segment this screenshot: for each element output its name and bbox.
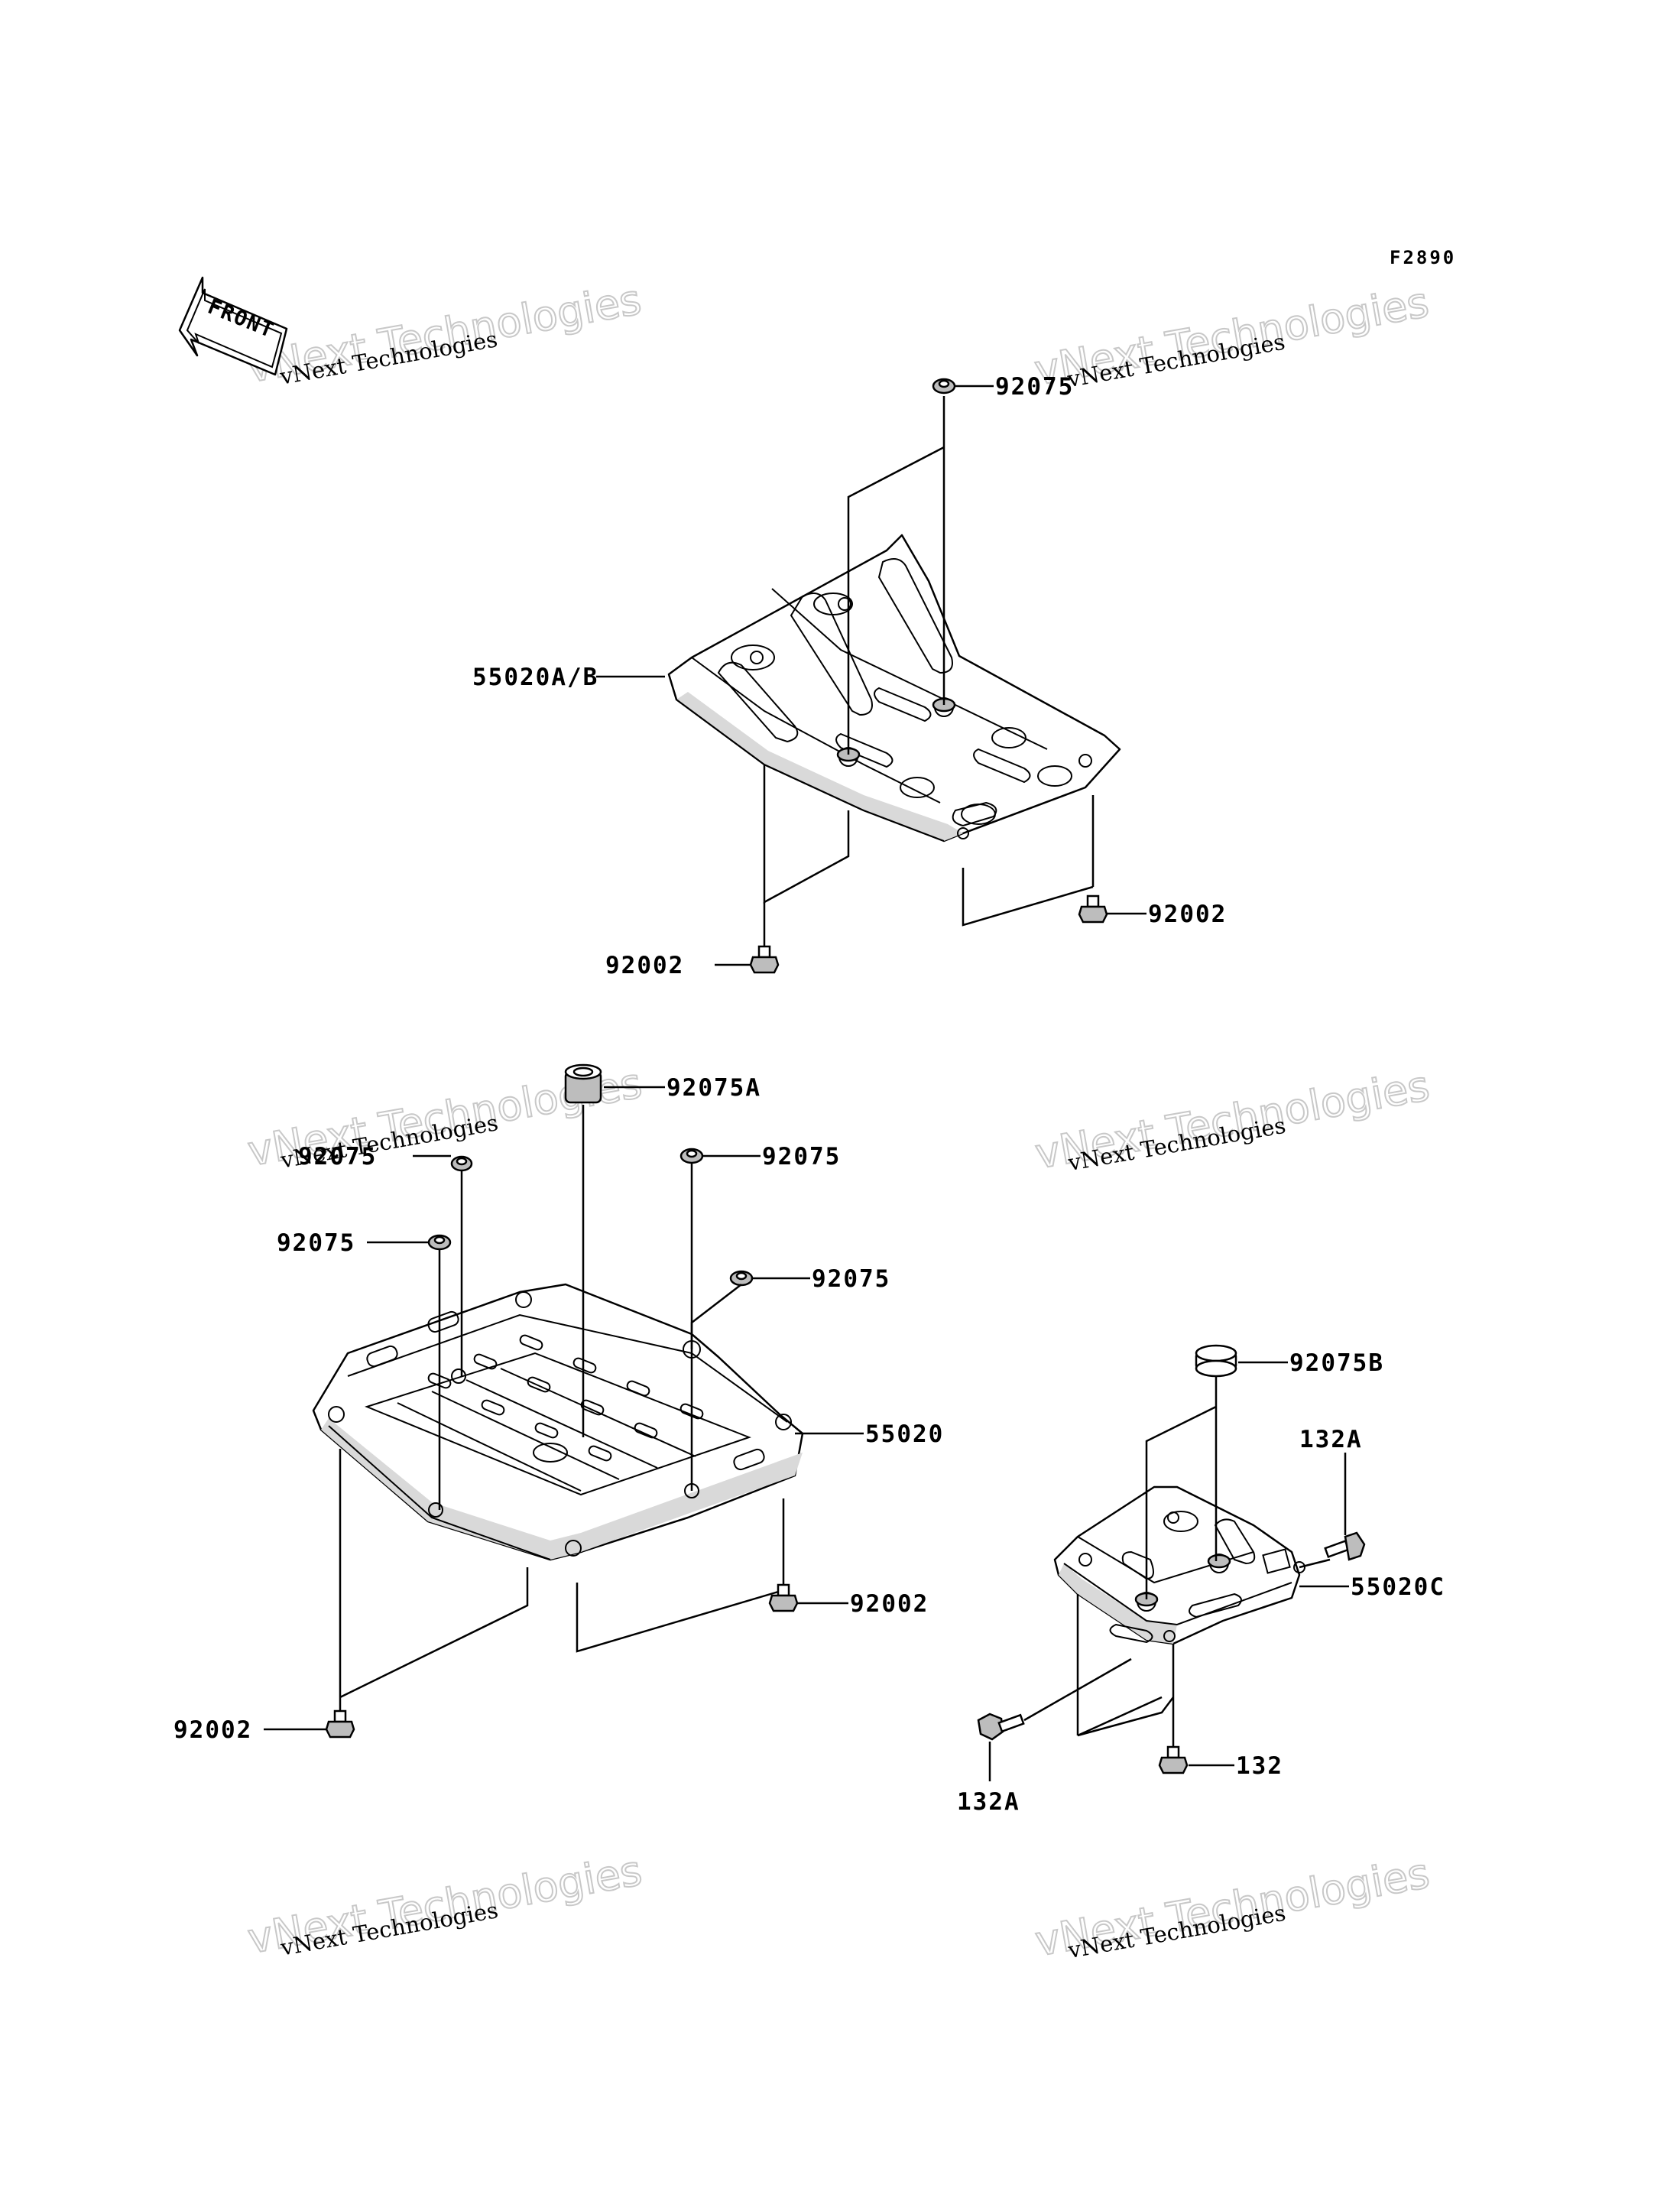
callout-mid-bolt-right: 92002 bbox=[850, 1590, 929, 1618]
bolt-132a-top bbox=[1324, 1531, 1366, 1561]
watermark-mid-right: vNext Technologies vNext Technologies bbox=[1031, 1061, 1434, 1180]
callout-top-washer: 92075 bbox=[995, 373, 1074, 401]
callout-mid-guard: 55020 bbox=[865, 1420, 944, 1448]
watermark-bottom-right: vNext Technologies vNext Technologies bbox=[1031, 1849, 1434, 1967]
callout-mid-collar: 92075A bbox=[666, 1074, 761, 1102]
bolt-92002-top-right bbox=[1078, 894, 1108, 924]
callout-top-guard: 55020A/B bbox=[472, 664, 598, 691]
cap-92075b bbox=[1195, 1344, 1237, 1378]
leader-lines-right bbox=[988, 1361, 1349, 1781]
callout-top-bolt-right: 92002 bbox=[1148, 901, 1227, 928]
watermark-top-right: vNext Technologies vNext Technologies bbox=[1030, 278, 1433, 396]
callout-top-bolt-left: 92002 bbox=[605, 952, 684, 979]
bolt-132 bbox=[1158, 1745, 1189, 1774]
callout-right-bolt-bottom: 132 bbox=[1236, 1752, 1283, 1780]
guard-55020 bbox=[312, 1283, 804, 1561]
front-arrow-icon: FRONT bbox=[178, 276, 288, 376]
callout-mid-washer-top-right: 92075 bbox=[762, 1143, 841, 1170]
washer-92075-mid-left bbox=[427, 1234, 452, 1251]
bolt-92002-mid-right bbox=[768, 1583, 799, 1612]
bolt-92002-top-left bbox=[749, 945, 780, 974]
guard-55020c bbox=[1053, 1485, 1305, 1645]
washer-92075-mid-top-left bbox=[450, 1155, 473, 1172]
callout-mid-washer-right: 92075 bbox=[812, 1265, 890, 1293]
watermark-top-left: vNext Technologies vNext Technologies bbox=[243, 274, 646, 393]
washer-92075-top bbox=[932, 378, 956, 394]
figure-code: F2890 bbox=[1390, 247, 1456, 268]
guard-55020ab bbox=[667, 534, 1121, 843]
callout-mid-washer-left: 92075 bbox=[277, 1229, 355, 1257]
bolt-92002-mid-left bbox=[325, 1709, 355, 1739]
callout-right-bolt-top: 132A bbox=[1299, 1426, 1363, 1453]
watermark-bottom-left: vNext Technologies vNext Technologies bbox=[244, 1846, 647, 1964]
washer-92075-mid-top-right bbox=[679, 1148, 704, 1164]
collar-92075a bbox=[564, 1063, 602, 1104]
callout-right-cap: 92075B bbox=[1289, 1349, 1384, 1377]
washer-92075-mid-right bbox=[729, 1270, 754, 1287]
bolt-132a-bottom bbox=[977, 1713, 1025, 1741]
callout-mid-bolt-left: 92002 bbox=[174, 1716, 252, 1744]
callout-mid-washer-top-left: 92075 bbox=[298, 1143, 377, 1170]
leader-lines-mid bbox=[264, 1086, 864, 1731]
callout-right-bolt-left: 132A bbox=[957, 1788, 1020, 1816]
callout-right-guard: 55020C bbox=[1351, 1573, 1445, 1601]
